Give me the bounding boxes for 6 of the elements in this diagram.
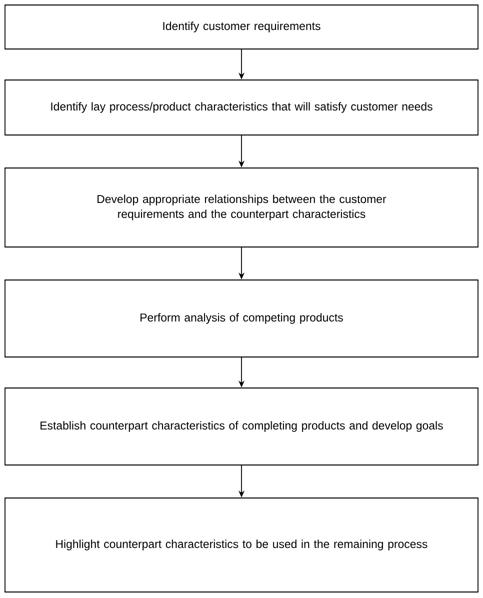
process-box: Identify customer requirements (4, 4, 478, 50)
process-box: Perform analysis of competing products (4, 280, 478, 358)
process-box: Establish counterpart characteristics of completing products and develop goals (4, 388, 478, 466)
process-box: Develop appropriate relationships between the customer requirements and the counterpart characteristics (4, 168, 478, 248)
process-box: Identify lay process/product characteristics that will satisfy customer needs (4, 80, 478, 136)
process-box: Highlight counterpart characteristics to be used in the remaining process (4, 498, 478, 592)
